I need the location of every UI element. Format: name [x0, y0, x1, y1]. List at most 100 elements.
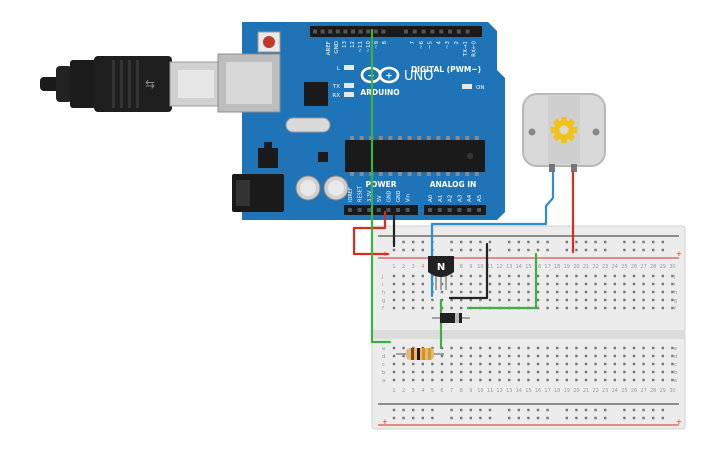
row-label: d: [382, 354, 386, 360]
row-label: f: [674, 306, 677, 312]
column-number: 30: [669, 388, 675, 394]
digital-pin-label: 8: [382, 41, 388, 45]
capacitors: [295, 175, 349, 201]
column-number: 11: [487, 388, 493, 394]
analog-pin-label: A1: [438, 195, 444, 202]
diode: [432, 313, 470, 323]
digital-pin-label: ~5: [428, 41, 434, 50]
row-label: h: [674, 290, 678, 296]
transistor-label: N: [437, 262, 445, 273]
column-number: 12: [496, 264, 502, 270]
column-number: 24: [612, 388, 618, 394]
column-number: 9: [469, 388, 472, 394]
analog-pin-label: A0: [428, 194, 434, 202]
column-number: 30: [669, 264, 675, 270]
column-number: 18: [554, 388, 560, 394]
arduino-model: UNO: [404, 69, 433, 84]
power-header: [344, 205, 418, 215]
column-number: 14: [516, 264, 522, 270]
column-number: 23: [602, 388, 608, 394]
column-number: 14: [516, 388, 522, 394]
usb-chip: [304, 82, 328, 106]
column-number: 19: [564, 388, 570, 394]
column-number: 15: [525, 388, 531, 394]
column-number: 17: [544, 264, 550, 270]
led-label-l: L: [337, 66, 341, 72]
digital-pin-label: TX→1: [463, 41, 469, 57]
column-number: 10: [477, 388, 483, 394]
column-number: 10: [477, 264, 483, 270]
dc-motor: [522, 93, 606, 172]
column-number: 20: [573, 264, 579, 270]
power-pin-label: IOREF: [348, 187, 354, 202]
column-number: 25: [621, 264, 627, 270]
column-number: 18: [554, 264, 560, 270]
column-number: 2: [402, 388, 405, 394]
column-number: 16: [535, 264, 541, 270]
power-pin-label: 5V: [377, 195, 383, 202]
wire-5v-red: [352, 210, 390, 256]
column-number: 28: [650, 264, 656, 270]
column-number: 29: [660, 264, 666, 270]
column-number: 23: [602, 264, 608, 270]
power-label: POWER: [365, 180, 396, 189]
row-label: h: [382, 290, 386, 296]
row-label: j: [381, 274, 384, 280]
row-label: g: [382, 298, 386, 304]
column-number: 2: [402, 264, 405, 270]
column-number: 7: [450, 388, 453, 394]
row-label: f: [382, 306, 385, 312]
row-label: b: [382, 370, 386, 376]
column-number: 16: [535, 388, 541, 394]
wire-diode-green: [466, 252, 538, 310]
column-number: 11: [487, 264, 493, 270]
digital-pin-label: ~6: [419, 41, 425, 50]
gear-icon: [551, 117, 577, 143]
column-number: 13: [506, 264, 512, 270]
column-number: 13: [506, 388, 512, 394]
digital-pin-label: 7: [410, 41, 416, 45]
column-number: 3: [412, 388, 415, 394]
analog-pin-label: A5: [477, 194, 483, 202]
row-label: e: [382, 346, 386, 352]
row-label: j: [673, 274, 676, 280]
wire-motor-blue: [430, 170, 555, 298]
digital-pin-label: ~3: [445, 41, 451, 50]
transistor: N: [428, 256, 454, 290]
digital-header: [310, 26, 482, 37]
row-label: g: [674, 298, 678, 304]
column-number: 20: [573, 388, 579, 394]
digital-pin-label: 2: [454, 41, 460, 45]
column-number: 6: [440, 388, 443, 394]
power-pin-label: RESET: [358, 185, 364, 202]
power-pin-label: GND: [386, 190, 392, 202]
usb-cable: ⇆: [40, 56, 223, 112]
analog-pin-label: A2: [448, 195, 454, 202]
resistor: [396, 348, 444, 360]
wire-pin11-green: [370, 28, 392, 344]
row-label: c: [382, 362, 385, 368]
crystal: [285, 117, 331, 133]
column-number: 22: [592, 264, 598, 270]
column-number: 1: [392, 388, 395, 394]
column-number: 8: [460, 388, 463, 394]
svg-text:⇆: ⇆: [145, 77, 155, 91]
rail-plus-top-right: +: [676, 250, 682, 258]
column-number: 8: [460, 264, 463, 270]
column-number: 19: [564, 264, 570, 270]
analog-header: [424, 205, 486, 215]
column-number: 9: [469, 264, 472, 270]
column-number: 12: [496, 388, 502, 394]
column-number: 26: [631, 264, 637, 270]
status-leds: L TX RX ON: [332, 65, 484, 99]
power-pin-label: GND: [396, 190, 402, 202]
rail-plus-bottom-left: +: [382, 418, 388, 426]
digital-pin-label: 4: [436, 41, 442, 45]
voltage-regulator: [258, 148, 278, 168]
column-number: 22: [592, 388, 598, 394]
digital-pin-label: 13: [342, 41, 348, 48]
column-number: 25: [621, 388, 627, 394]
row-label: i: [674, 282, 676, 288]
digital-pin-label: 12: [350, 41, 356, 48]
